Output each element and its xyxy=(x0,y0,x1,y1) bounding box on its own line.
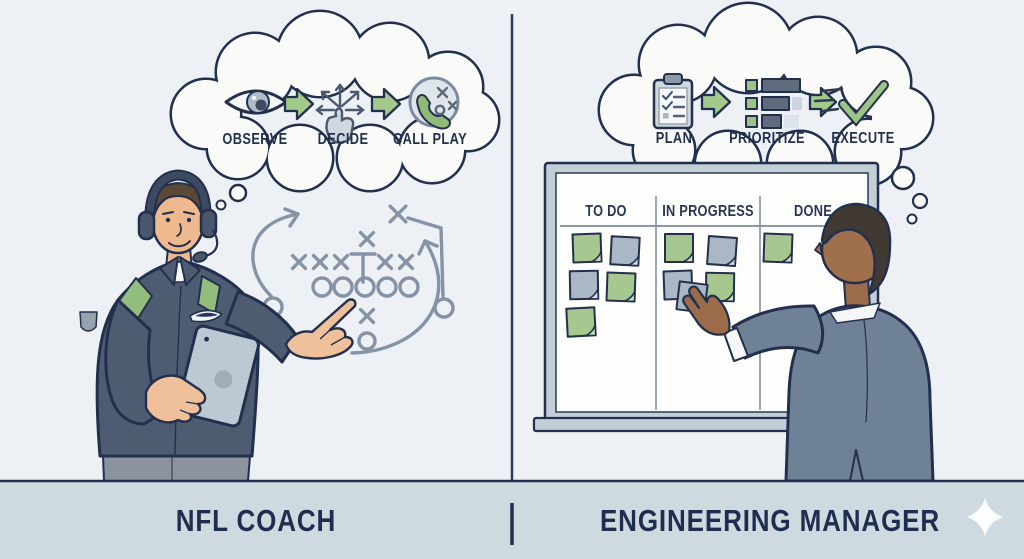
headset xyxy=(137,169,219,263)
flow-arrow-icon xyxy=(700,85,732,119)
step-label-observe: OBSERVE xyxy=(222,131,288,148)
phone-play-icon xyxy=(408,76,460,130)
pointing-hand xyxy=(284,298,357,360)
manager-nose xyxy=(814,242,823,256)
thought-bubble xyxy=(890,165,916,191)
manager-arm xyxy=(731,304,825,360)
play-mark-x xyxy=(290,253,308,271)
play-mark-o xyxy=(311,276,333,298)
sticky-note-green xyxy=(664,233,694,263)
manager-figure xyxy=(682,202,935,483)
coach-pants xyxy=(102,455,251,482)
sparkle-icon xyxy=(967,498,1003,536)
kanban-header-todo: TO DO xyxy=(585,203,627,220)
coach-arm xyxy=(224,290,300,364)
route-arrow xyxy=(350,239,441,355)
play-mark-o xyxy=(332,276,354,298)
clipboard-icon xyxy=(652,73,694,130)
shield-patch xyxy=(79,311,98,332)
thought-bubble xyxy=(906,213,918,225)
sticky-note-green xyxy=(605,271,637,303)
thought-bubble xyxy=(228,183,248,203)
route-arrow xyxy=(251,212,300,298)
play-mark-x xyxy=(388,204,408,224)
sticky-note-gray xyxy=(609,235,641,267)
placing-hand xyxy=(682,285,731,336)
flow-arrow-icon xyxy=(283,87,315,121)
caption-engineering-manager: ENGINEERING MANAGER xyxy=(599,503,941,538)
play-mark-x xyxy=(358,307,376,325)
kanban-board xyxy=(532,161,888,433)
sticky-note-green xyxy=(762,232,794,264)
play-mark-x xyxy=(311,253,329,271)
sticky-note-gray xyxy=(568,269,600,301)
route-arrowhead xyxy=(417,239,439,256)
eye-icon xyxy=(224,89,288,115)
play-mark-o xyxy=(357,331,377,351)
play-mark-x xyxy=(376,253,394,271)
decision-arrows-icon xyxy=(315,83,365,144)
manager-hair xyxy=(820,202,892,296)
microphone xyxy=(192,251,208,263)
play-mark-o xyxy=(376,276,398,298)
step-label-execute: EXECUTE xyxy=(831,130,895,147)
thought-bubble xyxy=(215,199,227,211)
sticky-note-gray xyxy=(706,235,738,267)
team-logo xyxy=(189,309,223,323)
play-mark-o xyxy=(398,276,420,298)
sticky-note-green xyxy=(571,232,603,264)
step-label-prioritize: PRIORITIZE xyxy=(729,130,805,147)
play-diagram xyxy=(251,204,455,355)
coach-figure xyxy=(79,169,357,482)
thought-bubble xyxy=(911,192,929,210)
check-icon xyxy=(813,80,889,127)
kanban-header-in-progress: IN PROGRESS xyxy=(662,203,754,220)
priority-list-icon xyxy=(745,78,802,129)
shirt-collar xyxy=(829,302,881,324)
play-mark-x xyxy=(332,253,350,271)
play-mark-x xyxy=(358,230,376,248)
kanban-header-done: DONE xyxy=(794,203,832,220)
flow-arrow-icon xyxy=(370,87,402,121)
caption-banner xyxy=(0,479,1024,559)
sticky-note-green xyxy=(565,306,597,338)
step-label-call-play: CALL PLAY xyxy=(392,131,468,148)
play-mark-x xyxy=(397,253,415,271)
holding-hand xyxy=(144,374,207,424)
play-mark-o xyxy=(354,276,376,298)
thought-cloud-left xyxy=(169,9,501,211)
caption-nfl-coach: NFL COACH xyxy=(175,503,337,538)
step-label-decide: DECIDE xyxy=(317,131,369,148)
route-line xyxy=(406,216,445,298)
route-arrowhead xyxy=(283,207,300,228)
step-label-plan: PLAN xyxy=(655,130,693,147)
flow-arrow-icon xyxy=(808,86,838,118)
